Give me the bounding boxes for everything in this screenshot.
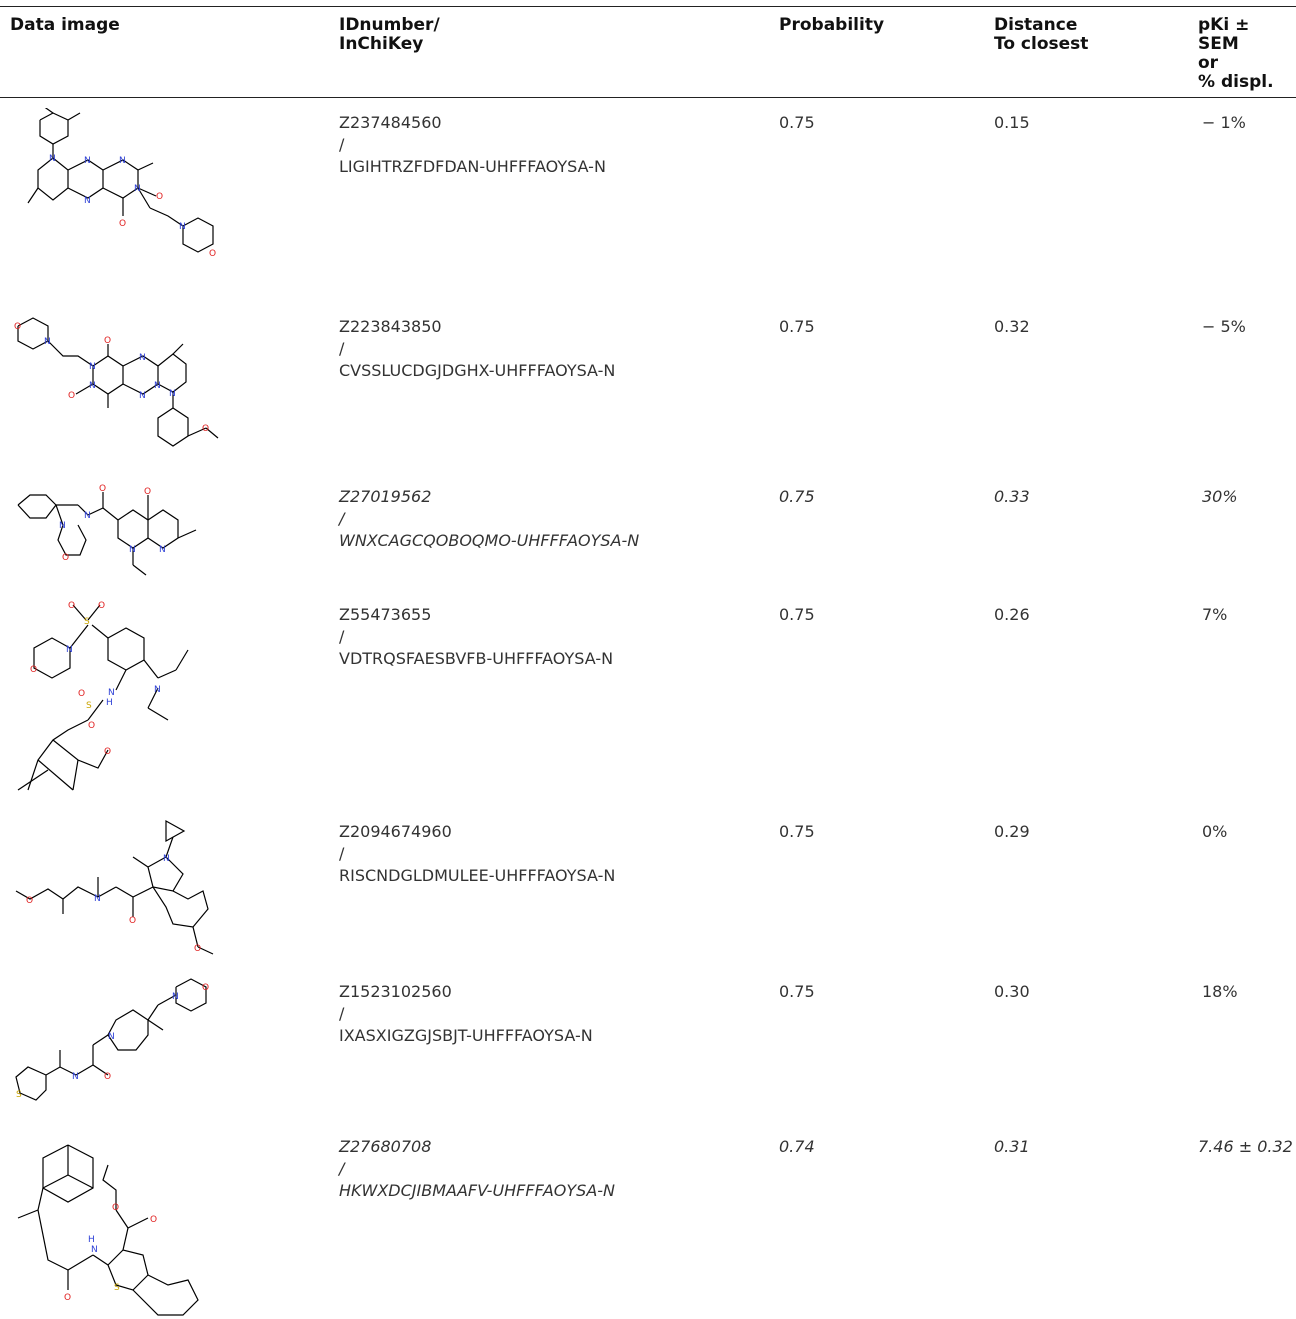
probability-cell: 0.75 <box>779 605 815 624</box>
svg-text:N: N <box>94 894 101 904</box>
svg-text:N: N <box>169 389 176 399</box>
molecule-image: S O O N O N N H S O O O <box>8 600 223 810</box>
top-rule <box>0 6 1296 7</box>
svg-text:N: N <box>91 1245 98 1255</box>
pki-cell: − 5% <box>1202 317 1246 336</box>
distance-cell: 0.30 <box>994 982 1030 1001</box>
distance-cell: 0.26 <box>994 605 1030 624</box>
svg-text:O: O <box>30 665 37 675</box>
molecule-image: N N N N N O O N O <box>8 108 223 298</box>
svg-text:S: S <box>84 617 90 627</box>
pki-cell: 7.46 ± 0.32 <box>1198 1137 1293 1156</box>
svg-text:N: N <box>129 545 136 555</box>
distance-cell: 0.32 <box>994 317 1030 336</box>
pki-cell: 0% <box>1202 822 1228 841</box>
svg-text:N: N <box>72 1072 79 1082</box>
svg-text:N: N <box>179 222 186 232</box>
svg-text:O: O <box>98 601 105 611</box>
pki-cell: − 1% <box>1202 113 1246 132</box>
svg-text:N: N <box>119 156 126 166</box>
svg-text:O: O <box>194 944 201 954</box>
svg-text:O: O <box>68 601 75 611</box>
svg-text:O: O <box>68 391 75 401</box>
svg-text:S: S <box>86 701 92 711</box>
molecule-image: O N H S O O <box>8 1140 223 1318</box>
svg-text:N: N <box>66 645 73 655</box>
distance-cell: 0.31 <box>994 1137 1030 1156</box>
svg-text:N: N <box>44 337 51 347</box>
svg-text:O: O <box>156 192 163 202</box>
molecule-image: N O N O N S <box>8 975 223 1115</box>
molecule-image: N N O O O <box>8 819 223 969</box>
probability-cell: 0.75 <box>779 982 815 1001</box>
pki-cell: 7% <box>1202 605 1228 624</box>
probability-cell: 0.75 <box>779 487 815 506</box>
svg-text:O: O <box>78 689 85 699</box>
svg-text:O: O <box>112 1203 119 1213</box>
svg-text:N: N <box>59 521 66 531</box>
svg-text:N: N <box>49 154 56 164</box>
svg-text:N: N <box>172 992 179 1002</box>
header-pki: pKi ± SEM or % displ. <box>1198 15 1274 92</box>
svg-text:S: S <box>16 1090 22 1100</box>
svg-text:N: N <box>163 854 170 864</box>
svg-text:N: N <box>139 391 146 401</box>
header-rule <box>0 97 1296 98</box>
header-distance: Distance To closest <box>994 15 1089 54</box>
probability-cell: 0.74 <box>779 1137 815 1156</box>
id-cell: Z2094674960/RISCNDGLDMULEE-UHFFFAOYSA-N <box>339 822 616 885</box>
distance-cell: 0.33 <box>994 487 1030 506</box>
id-cell: Z55473655/VDTRQSFAESBVFB-UHFFFAOYSA-N <box>339 605 614 668</box>
svg-text:O: O <box>129 916 136 926</box>
svg-text:O: O <box>104 1072 111 1082</box>
id-cell: Z27680708/HKWXDCJIBMAAFV-UHFFFAOYSA-N <box>339 1137 616 1200</box>
probability-cell: 0.75 <box>779 822 815 841</box>
svg-text:O: O <box>104 747 111 757</box>
svg-text:N: N <box>108 688 115 698</box>
molecule-image: N O O N N N N N O N O <box>8 316 223 466</box>
svg-text:O: O <box>104 336 111 346</box>
id-cell: Z1523102560/IXASXIGZGJSBJT-UHFFFAOYSA-N <box>339 982 593 1045</box>
distance-cell: 0.29 <box>994 822 1030 841</box>
svg-text:O: O <box>62 553 69 563</box>
svg-text:O: O <box>26 896 33 906</box>
svg-text:N: N <box>159 545 166 555</box>
id-cell: Z237484560/LIGIHTRZFDFDAN-UHFFFAOYSA-N <box>339 113 606 176</box>
pki-cell: 18% <box>1202 982 1238 1001</box>
probability-cell: 0.75 <box>779 113 815 132</box>
svg-text:O: O <box>144 487 151 497</box>
svg-text:O: O <box>202 424 209 434</box>
header-probability: Probability <box>779 15 885 35</box>
svg-text:O: O <box>64 1293 71 1303</box>
svg-text:N: N <box>89 362 96 372</box>
svg-text:O: O <box>202 983 209 993</box>
svg-text:N: N <box>108 1032 115 1042</box>
svg-text:N: N <box>139 353 146 363</box>
svg-text:N: N <box>84 156 91 166</box>
svg-text:N: N <box>154 685 161 695</box>
svg-text:N: N <box>89 381 96 391</box>
header-data-image: Data image <box>10 15 120 35</box>
svg-text:N: N <box>84 196 91 206</box>
pki-cell: 30% <box>1202 487 1238 506</box>
id-cell: Z223843850/CVSSLUCDGJDGHX-UHFFFAOYSA-N <box>339 317 616 380</box>
svg-text:O: O <box>209 249 216 259</box>
header-id: IDnumber/ InChiKey <box>339 15 440 54</box>
molecule-image: N O O N N N O <box>8 480 223 580</box>
svg-text:O: O <box>119 219 126 229</box>
svg-text:S: S <box>114 1283 120 1293</box>
svg-text:N: N <box>154 381 161 391</box>
svg-text:O: O <box>99 484 106 494</box>
svg-text:O: O <box>14 322 21 332</box>
svg-text:H: H <box>88 1235 95 1245</box>
svg-text:O: O <box>150 1215 157 1225</box>
distance-cell: 0.15 <box>994 113 1030 132</box>
probability-cell: 0.75 <box>779 317 815 336</box>
svg-text:N: N <box>84 511 91 521</box>
id-cell: Z27019562/WNXCAGCQOBOQMO-UHFFFAOYSA-N <box>339 487 640 550</box>
svg-text:O: O <box>88 721 95 731</box>
svg-text:H: H <box>106 698 113 708</box>
svg-text:N: N <box>134 184 141 194</box>
